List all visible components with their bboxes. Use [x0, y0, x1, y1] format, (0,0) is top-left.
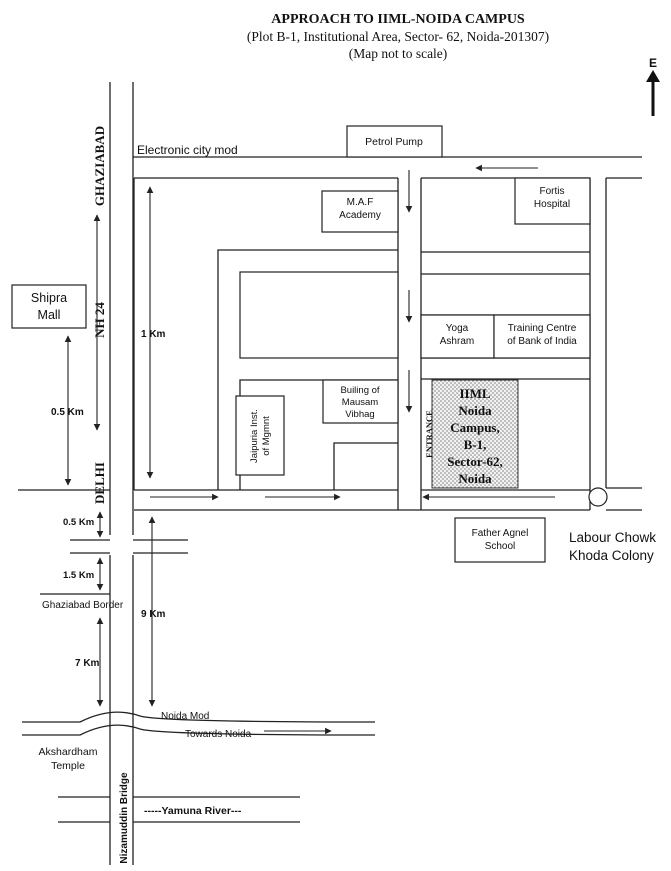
petrol-pump-box — [346, 125, 443, 158]
mausam-label-2: Mausam — [342, 397, 379, 408]
map-scale-note: (Map not to scale) — [349, 46, 448, 61]
shipra-label-1: Shipra — [31, 291, 67, 305]
map-title: APPROACH TO IIML-NOIDA CAMPUS — [271, 12, 525, 27]
akshardham-label-2: Temple — [51, 760, 85, 772]
maf-label-1: M.A.F — [347, 197, 374, 208]
fortis-box — [514, 177, 591, 225]
direction-arrows — [64, 164, 555, 735]
distance-05km-b: 0.5 Km — [63, 517, 94, 528]
nh24-label: NH 24 — [92, 302, 107, 338]
jaipuria-label-1: Jaipuria Inst. — [249, 409, 260, 463]
delhi-label: DELHI — [92, 462, 107, 504]
maf-label-2: Academy — [339, 210, 381, 221]
fortis-label-2: Hospital — [534, 199, 570, 210]
father-agnel-label-1: Father Agnel — [472, 528, 529, 539]
noida-mod-road — [22, 711, 376, 736]
training-label-1: Training Centre — [508, 323, 577, 334]
petrol-pump-label: Petrol Pump — [365, 136, 423, 148]
electronic-city-road — [133, 156, 642, 179]
ghaziabad-label: GHAZIABAD — [92, 126, 107, 206]
labour-chowk-label: Labour Chowk — [569, 530, 656, 545]
yoga-label-1: Yoga — [446, 323, 469, 334]
yoga-box — [420, 314, 495, 359]
compass-label: E — [649, 56, 657, 70]
fortis-label-1: Fortis — [540, 186, 565, 197]
mausam-label-1: Builing of — [340, 385, 379, 396]
block-empty — [239, 271, 399, 359]
iiml-campus-box — [431, 379, 519, 489]
khoda-colony-label: Khoda Colony — [569, 548, 654, 563]
campus-line-2: Noida — [458, 403, 492, 418]
training-box — [493, 314, 591, 359]
shipra-mall-box — [11, 284, 87, 329]
jaipuria-label-2: of Mgmnt — [261, 416, 272, 456]
campus-line-3: Campus, — [450, 420, 500, 435]
mausam-label-3: Vibhag — [345, 409, 374, 420]
border-label: Ghaziabad Border — [42, 600, 124, 611]
shipra-label-2: Mall — [38, 308, 61, 322]
roundabout — [588, 487, 608, 507]
father-agnel-box — [454, 517, 546, 563]
distance-15km: 1.5 Km — [63, 570, 94, 581]
campus-line-5: Sector-62, — [447, 454, 502, 469]
campus-line-4: B-1, — [464, 437, 487, 452]
river-label: -----Yamuna River--- — [144, 805, 242, 817]
north-arrow-icon: E — [646, 56, 660, 116]
entrance-label: ENTRANCE — [424, 410, 434, 458]
map-address: (Plot B-1, Institutional Area, Sector- 6… — [247, 29, 549, 44]
towards-noida-label: Towards Noida — [185, 729, 252, 740]
training-label-2: of Bank of India — [507, 336, 577, 347]
campus-line-6: Noida — [458, 471, 492, 486]
iiml-campus-label: IIML Noida Campus, B-1, Sector-62, Noida — [447, 386, 502, 486]
distance-7km: 7 Km — [75, 658, 100, 669]
maf-box — [321, 190, 399, 233]
father-agnel-label-2: School — [485, 541, 516, 552]
distance-9km: 9 Km — [141, 609, 166, 620]
mausam-box — [322, 379, 399, 424]
electronic-city-label: Electronic city mod — [137, 143, 238, 157]
jaipuria-box — [235, 395, 285, 476]
bridge-label: Nizamuddin Bridge — [119, 772, 130, 864]
distance-1km: 1 Km — [141, 329, 166, 340]
yoga-label-2: Ashram — [440, 336, 474, 347]
campus-line-1: IIML — [459, 386, 490, 401]
nh24-road — [109, 82, 134, 865]
akshardham-label-1: Akshardham — [39, 746, 98, 758]
noida-mod-label: Noida Mod — [161, 711, 209, 722]
